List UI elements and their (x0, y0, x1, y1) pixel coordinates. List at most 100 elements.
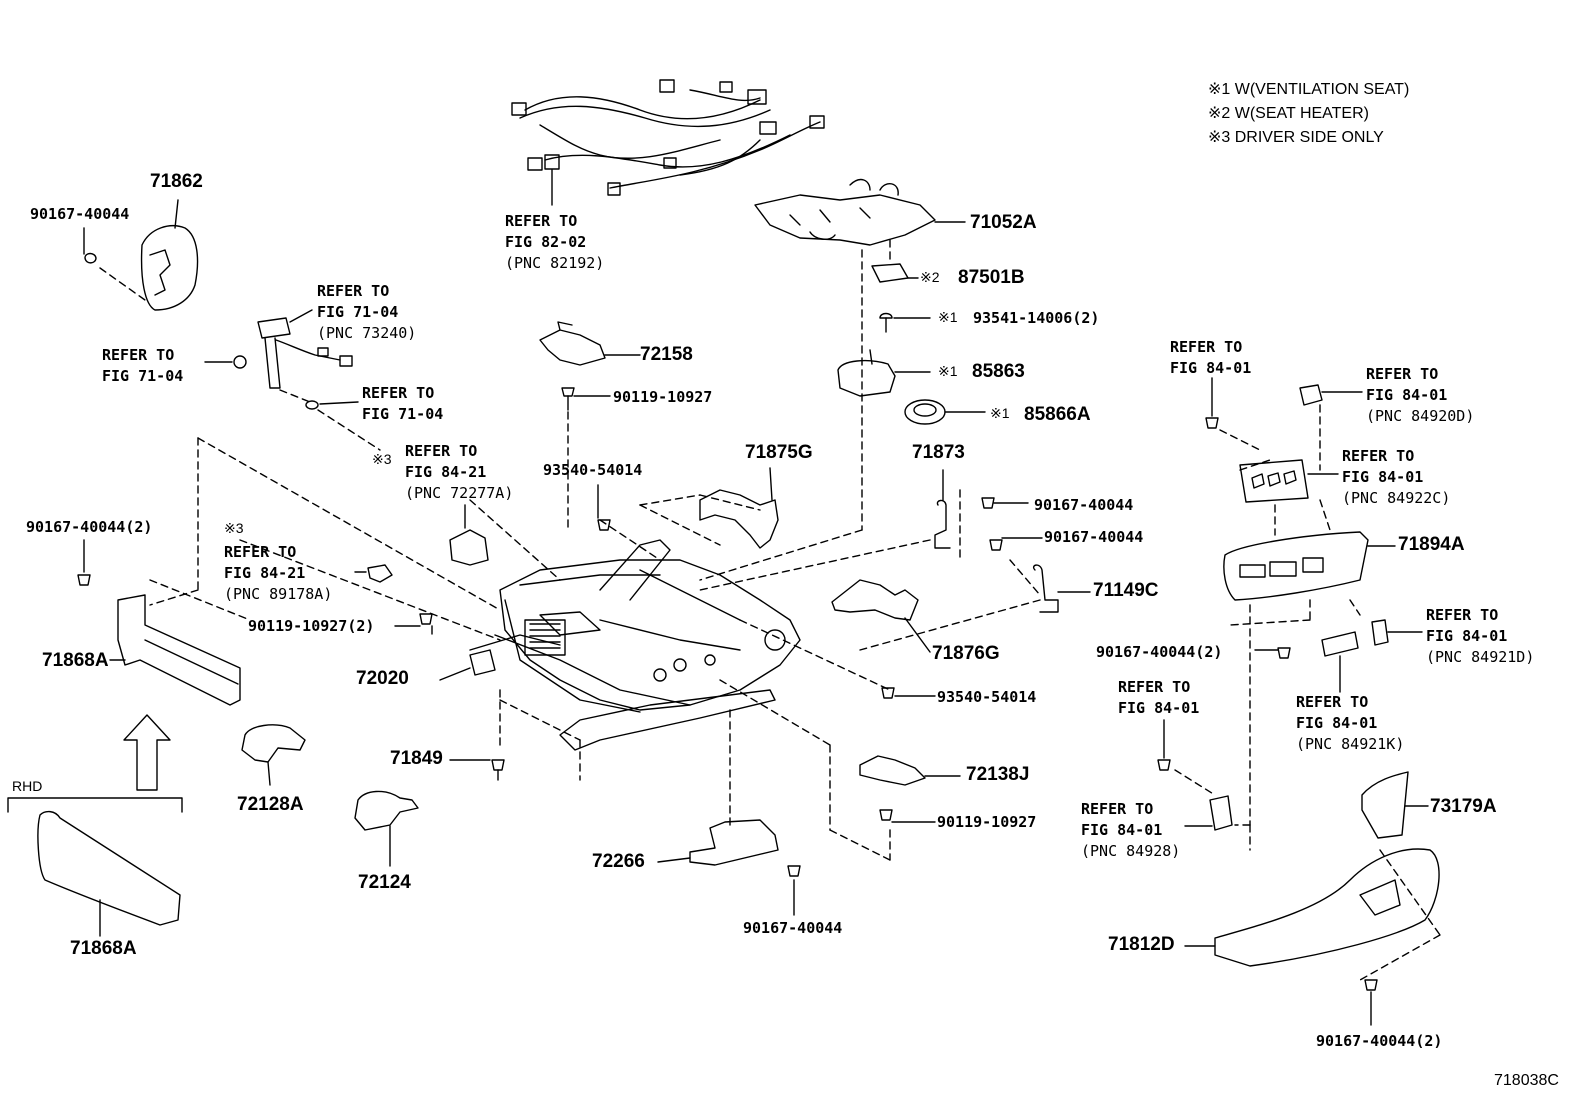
switch-parts-drawing (1184, 384, 1440, 967)
refer-line: (PNC 73240) (317, 324, 417, 342)
refer-line: FIG 84-21 (224, 564, 306, 582)
seat-belt-buckle-drawing (204, 309, 381, 451)
refer-to-fig-84-01-c[interactable]: REFER TO FIG 84-01 (PNC 84922C) (1342, 446, 1450, 509)
part-number-71862[interactable]: 71862 (150, 171, 203, 192)
refer-line: (PNC 89178A) (224, 585, 333, 603)
part-number-71868A-rhd[interactable]: 71868A (70, 938, 137, 959)
part-number-72128A[interactable]: 72128A (237, 794, 304, 815)
part-71868A-drawing (109, 594, 241, 706)
part-number-73179A[interactable]: 73179A (1430, 796, 1497, 817)
part-number-90119-10927[interactable]: 90119-10927 (613, 388, 713, 406)
part-71876G-drawing (831, 579, 931, 653)
part-number-72158[interactable]: 72158 (640, 344, 693, 365)
part-71868A-rhd-drawing (37, 810, 181, 937)
refer-to-fig-82-02[interactable]: REFER TO FIG 82-02 (PNC 82192) (505, 211, 604, 274)
refer-line: REFER TO (1366, 365, 1439, 383)
refer-line: REFER TO (362, 384, 435, 402)
part-number-71149C[interactable]: 71149C (1093, 580, 1159, 601)
part-number-72266[interactable]: 72266 (592, 851, 645, 872)
figure-code: 718038C (1494, 1072, 1559, 1089)
refer-line: REFER TO (1081, 800, 1154, 818)
part-number-90167-40044-2b[interactable]: 90167-40044(2) (1096, 643, 1223, 661)
assembly-dashed-lines (149, 404, 1441, 981)
mark-2: ※2 (920, 269, 940, 285)
refer-line: REFER TO (505, 212, 578, 230)
refer-line: FIG 84-21 (405, 463, 487, 481)
part-number-71876G[interactable]: 71876G (932, 643, 1000, 664)
part-72128A-drawing (241, 724, 306, 786)
part-number-87501B[interactable]: 87501B (958, 267, 1025, 288)
refer-line: FIG 84-01 (1342, 468, 1424, 486)
rhd-arrow-drawing (7, 714, 183, 813)
refer-line: (PNC 72277A) (405, 484, 514, 502)
part-number-90167-40044-2f[interactable]: 90167-40044(2) (1316, 1032, 1443, 1050)
part-number-72124[interactable]: 72124 (358, 872, 411, 893)
legend-note-1: ※1 W(VENTILATION SEAT) (1208, 81, 1410, 98)
refer-line: REFER TO (1296, 693, 1369, 711)
part-number-72020[interactable]: 72020 (356, 668, 409, 689)
part-89178A-drawing (354, 564, 393, 583)
part-number-71875G[interactable]: 71875G (745, 442, 813, 463)
refer-line: (PNC 84921D) (1426, 648, 1535, 666)
refer-to-fig-84-01-a[interactable]: REFER TO FIG 84-01 (1170, 337, 1251, 379)
refer-to-fig-84-01-d[interactable]: REFER TO FIG 84-01 (PNC 84921D) (1426, 605, 1534, 668)
refer-line: REFER TO (224, 543, 297, 561)
part-number-93540-54014[interactable]: 93540-54014 (543, 461, 643, 479)
bolt-drawings (77, 377, 1378, 1026)
legend-note-2: ※2 W(SEAT HEATER) (1208, 105, 1369, 122)
fan-85863-drawing (837, 349, 931, 397)
part-number-72138J[interactable]: 72138J (966, 764, 1030, 785)
refer-to-fig-84-01-f[interactable]: REFER TO FIG 84-01 (1118, 677, 1199, 719)
refer-line: (PNC 84920D) (1366, 407, 1475, 425)
part-number-71849[interactable]: 71849 (390, 748, 443, 769)
refer-line: FIG 84-01 (1296, 714, 1378, 732)
part-72158-drawing (539, 321, 641, 531)
refer-line: REFER TO (317, 282, 390, 300)
part-number-71873[interactable]: 71873 (912, 442, 965, 463)
part-71149C-drawing (1033, 564, 1091, 613)
part-number-71812D[interactable]: 71812D (1108, 934, 1175, 955)
refer-line: FIG 71-04 (362, 405, 444, 423)
part-71873-drawing (934, 469, 951, 549)
part-number-71868A[interactable]: 71868A (42, 650, 109, 671)
part-number-85863[interactable]: 85863 (972, 361, 1025, 382)
part-number-90167-40044[interactable]: 90167-40044 (30, 205, 130, 223)
part-number-90119-10927-2[interactable]: 90119-10927(2) (248, 617, 375, 635)
part-number-85866A[interactable]: 85866A (1024, 404, 1091, 425)
rhd-label: RHD (12, 778, 43, 794)
part-number-71894A[interactable]: 71894A (1398, 534, 1465, 555)
refer-line: REFER TO (1118, 678, 1191, 696)
refer-to-fig-71-04-a[interactable]: REFER TO FIG 71-04 (PNC 73240) (317, 281, 416, 344)
part-number-90119-10927-b[interactable]: 90119-10927 (937, 813, 1037, 831)
part-number-90167-40044-2[interactable]: 90167-40044(2) (26, 518, 153, 536)
part-number-93540-54014-b[interactable]: 93540-54014 (937, 688, 1037, 706)
refer-line: FIG 84-01 (1170, 359, 1252, 377)
refer-to-fig-84-21-a[interactable]: REFER TO FIG 84-21 (PNC 72277A) (405, 441, 513, 504)
refer-line: FIG 84-01 (1081, 821, 1163, 839)
mark-1-a: ※1 (938, 309, 958, 325)
refer-line: (PNC 84922C) (1342, 489, 1451, 507)
part-number-90167-40044-b[interactable]: 90167-40044 (1034, 496, 1134, 514)
part-72138J-drawing (859, 755, 961, 786)
part-87501B-drawing (871, 263, 919, 283)
part-number-90167-40044-e[interactable]: 90167-40044 (743, 919, 843, 937)
refer-to-fig-84-01-b[interactable]: REFER TO FIG 84-01 (PNC 84920D) (1366, 364, 1474, 427)
legend-note-3: ※3 DRIVER SIDE ONLY (1208, 129, 1384, 146)
refer-to-fig-84-01-g[interactable]: REFER TO FIG 84-01 (PNC 84928) (1081, 799, 1180, 862)
refer-to-fig-84-01-e[interactable]: REFER TO FIG 84-01 (PNC 84921K) (1296, 692, 1404, 755)
refer-line: FIG 71-04 (317, 303, 399, 321)
refer-line: REFER TO (1170, 338, 1243, 356)
part-number-93541-14006[interactable]: 93541-14006(2) (973, 309, 1100, 327)
refer-line: (PNC 84928) (1081, 842, 1181, 860)
refer-line: REFER TO (102, 346, 175, 364)
part-72124-drawing (354, 790, 419, 867)
refer-to-fig-84-21-b[interactable]: REFER TO FIG 84-21 (PNC 89178A) (224, 542, 332, 605)
refer-to-fig-71-04-b[interactable]: REFER TO FIG 71-04 (102, 345, 183, 387)
refer-line: FIG 84-01 (1366, 386, 1448, 404)
refer-line: (PNC 84921K) (1296, 735, 1405, 753)
mark-3-a: ※3 (372, 451, 392, 467)
refer-to-fig-71-04-c[interactable]: REFER TO FIG 71-04 (362, 383, 443, 425)
part-number-71052A[interactable]: 71052A (970, 212, 1037, 233)
part-number-90167-40044-c[interactable]: 90167-40044 (1044, 528, 1144, 546)
refer-line: FIG 71-04 (102, 367, 184, 385)
